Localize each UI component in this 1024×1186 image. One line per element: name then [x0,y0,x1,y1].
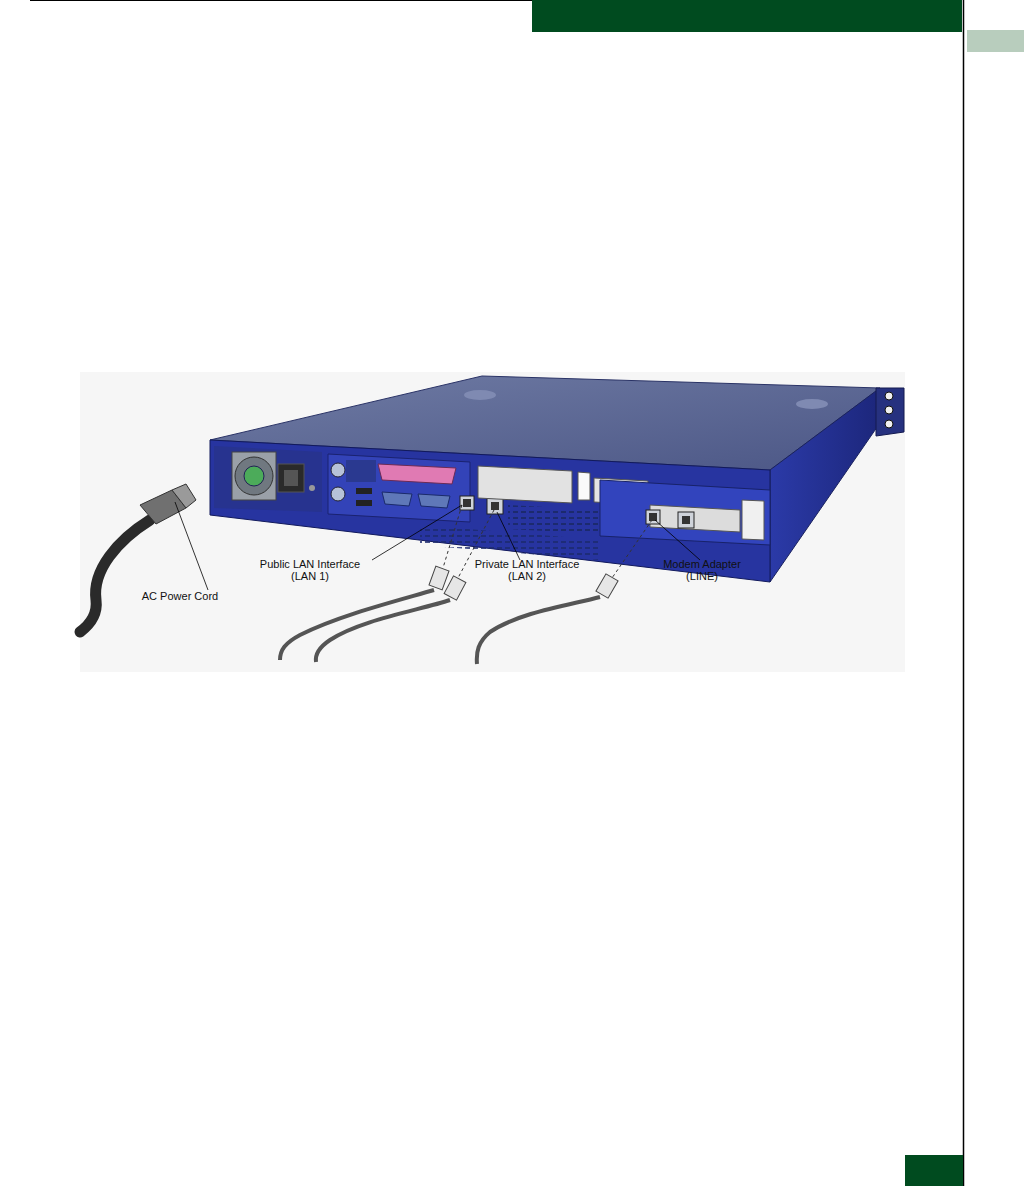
side-tab [967,30,1024,52]
port-callout: Modem Adapter (LINE) [657,558,747,582]
page-number-block [905,1155,963,1186]
port-callout: Private LAN Interface (LAN 2) [466,558,588,582]
header-bar [532,0,962,32]
port-callout: Public LAN Interface (LAN 1) [249,558,371,582]
cord-callout: AC Power Cord [130,590,230,602]
